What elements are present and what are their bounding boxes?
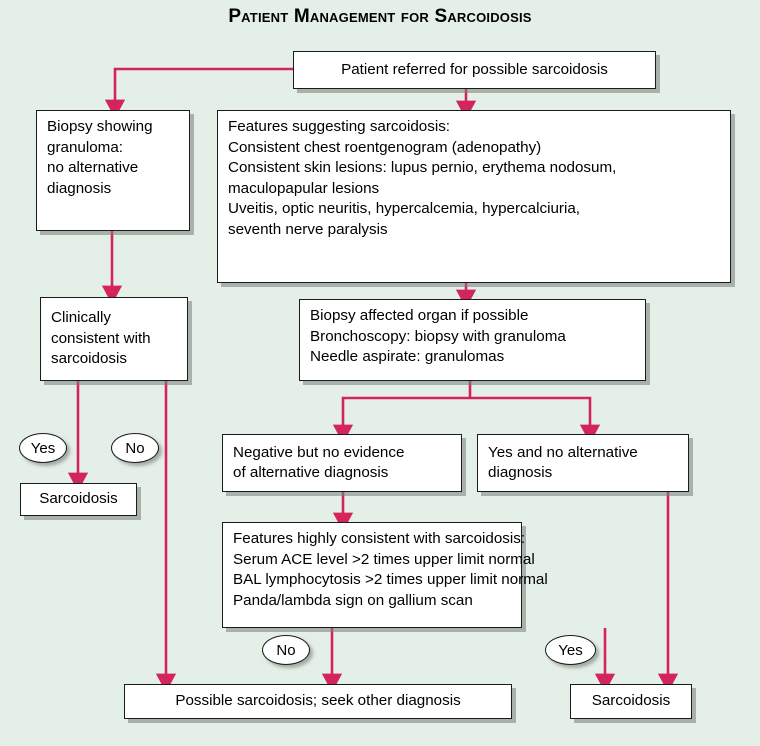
edge-label-no-features: No xyxy=(262,635,310,665)
node-features-suggesting-line-4: Uveitis, optic neuritis, hypercalcemia, … xyxy=(228,200,580,217)
node-features-highly-line-0: Features highly consistent with sarcoido… xyxy=(233,530,526,547)
node-yes-no-alternative-line-0: Yes and no alternative xyxy=(488,443,638,461)
page-title: Patient Management for Sarcoidosis xyxy=(228,6,532,27)
node-features-highly-line-3: Panda/lambda sign on gallium scan xyxy=(233,591,473,609)
node-possible-sarcoidosis[interactable]: Possible sarcoidosis; seek other diagnos… xyxy=(124,684,512,719)
node-biopsy-granuloma-line-3: diagnosis xyxy=(47,179,112,197)
node-biopsy-organ-line-2: Needle aspirate: granulomas xyxy=(310,348,505,365)
node-biopsy-granuloma-line-0: Biopsy showing xyxy=(47,118,153,135)
node-sarcoidosis-left[interactable]: Sarcoidosis xyxy=(20,483,137,516)
node-features-suggesting-line-0: Features suggesting sarcoidosis: xyxy=(228,118,451,135)
node-clinically-consistent-line-0: Clinically xyxy=(51,309,111,327)
edge-label-yes-clinical-text: Yes xyxy=(30,439,56,457)
node-yes-no-alternative[interactable]: Yes and no alternative diagnosis xyxy=(477,434,689,492)
node-biopsy-granuloma-line-1: granuloma: xyxy=(47,138,123,156)
node-biopsy-granuloma-line-2: no alternative xyxy=(47,159,139,176)
node-sarcoidosis-right-line-0: Sarcoidosis xyxy=(591,692,671,710)
node-yes-no-alternative-line-1: diagnosis xyxy=(488,464,553,481)
node-negative-no-evidence-line-1: of alternative diagnosis xyxy=(233,464,389,481)
node-sarcoidosis-left-line-0: Sarcoidosis xyxy=(39,490,118,508)
node-features-suggesting[interactable]: Features suggesting sarcoidosis: Consist… xyxy=(217,110,731,283)
edge-label-no-clinical: No xyxy=(111,433,159,463)
edge-label-no-features-text: No xyxy=(276,641,296,659)
node-clinically-consistent-line-1: consistent with xyxy=(51,329,151,347)
node-referral[interactable]: Patient referred for possible sarcoidosi… xyxy=(293,51,656,89)
node-biopsy-organ[interactable]: Biopsy affected organ if possible Bronch… xyxy=(299,299,646,381)
node-negative-no-evidence-line-0: Negative but no evidence xyxy=(233,443,405,461)
edge-label-yes-features-text: Yes xyxy=(558,641,583,659)
node-features-highly-line-1: Serum ACE level >2 times upper limit nor… xyxy=(233,550,535,568)
node-biopsy-granuloma[interactable]: Biopsy showing granuloma: no alternative… xyxy=(36,110,190,231)
node-biopsy-organ-line-0: Biopsy affected organ if possible xyxy=(310,307,529,324)
node-features-highly[interactable]: Features highly consistent with sarcoido… xyxy=(222,522,548,628)
node-possible-sarcoidosis-line-0: Possible sarcoidosis; seek other diagnos… xyxy=(175,692,461,710)
node-sarcoidosis-right[interactable]: Sarcoidosis xyxy=(570,684,692,719)
node-features-suggesting-line-3: maculopapular lesions xyxy=(228,179,380,197)
edge-label-yes-clinical: Yes xyxy=(19,433,67,463)
node-biopsy-organ-line-1: Bronchoscopy: biopsy with granuloma xyxy=(310,327,566,345)
edge-label-no-clinical-text: No xyxy=(125,439,145,457)
edge-label-yes-features: Yes xyxy=(545,635,596,665)
node-clinically-consistent-line-2: sarcoidosis xyxy=(51,350,127,368)
node-negative-no-evidence[interactable]: Negative but no evidence of alternative … xyxy=(222,434,462,492)
node-referral-line-0: Patient referred for possible sarcoidosi… xyxy=(341,60,608,78)
node-features-suggesting-line-5: seventh nerve paralysis xyxy=(228,220,388,238)
node-clinically-consistent[interactable]: Clinically consistent with sarcoidosis xyxy=(40,297,188,381)
node-features-suggesting-line-2: Consistent skin lesions: lupus pernio, e… xyxy=(228,159,617,176)
node-features-suggesting-line-1: Consistent chest roentgenogram (adenopat… xyxy=(228,138,542,156)
node-features-highly-line-2: BAL lymphocytosis >2 times upper limit n… xyxy=(233,571,548,588)
